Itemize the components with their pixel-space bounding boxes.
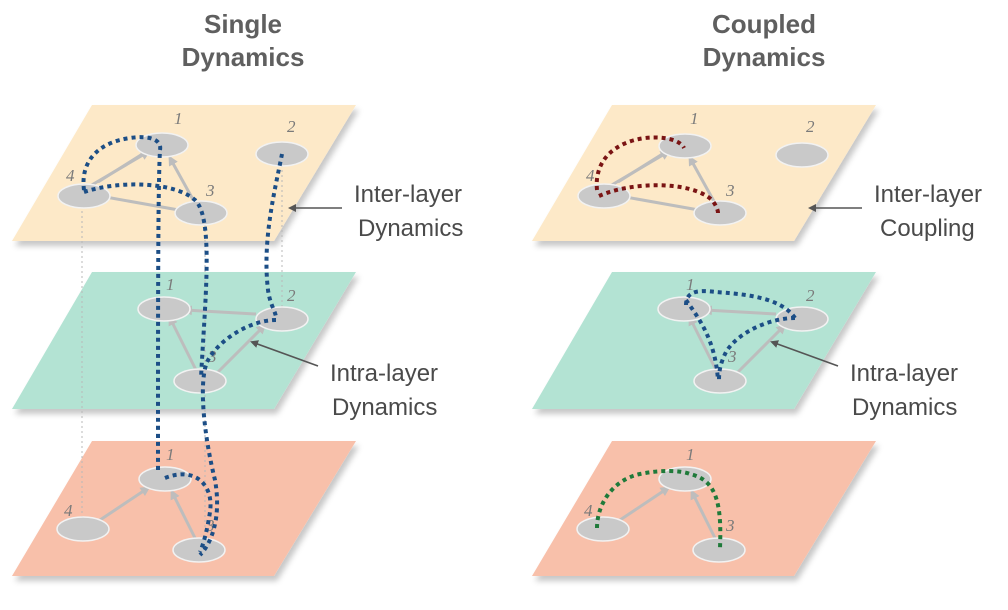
right-bottom-node-4: [576, 516, 630, 542]
left-bottom-layer: [12, 441, 356, 576]
right-mid-label-2: 2: [806, 286, 815, 305]
right-annotation-mid-line2: Dynamics: [852, 394, 957, 421]
left-guide-lines: [81, 155, 283, 550]
left-middle-network: 1 2 3: [137, 275, 309, 394]
left-top-node-1: [135, 132, 189, 158]
left-annotation-mid-line2: Dynamics: [332, 394, 437, 421]
right-coupling-pillars: [594, 135, 800, 553]
right-annotations: Inter-layer Coupling Intra-layer Dynamic…: [770, 181, 982, 421]
right-bottom-label-4: 4: [584, 501, 593, 520]
left-bottom-label-3: 3: [205, 516, 215, 535]
right-mid-label-3: 3: [727, 347, 737, 366]
left-top-node-4: [57, 183, 111, 209]
left-annotation-top-line1: Inter-layer: [354, 181, 462, 208]
left-bottom-label-1: 1: [166, 445, 175, 464]
right-bottom-label-3: 3: [725, 516, 735, 535]
left-top-layer: [12, 105, 356, 241]
right-middle-layer: [532, 272, 876, 409]
left-title-line2: Dynamics: [182, 42, 305, 72]
left-mid-node-3: [173, 368, 227, 394]
left-annotations: Inter-layer Dynamics Intra-layer Dynamic…: [250, 181, 463, 421]
left-top-label-4: 4: [66, 166, 75, 185]
left-mid-node-2: [255, 306, 309, 332]
right-dynamics-paths: [594, 135, 797, 549]
right-title-line1: Coupled: [712, 9, 816, 39]
left-bottom-node-3: [172, 537, 226, 563]
right-annotation-mid-line1: Intra-layer: [850, 360, 958, 387]
left-bottom-label-4: 4: [64, 501, 73, 520]
left-mid-label-3: 3: [207, 347, 217, 366]
right-panel: Coupled Dynamics 1 2 3 4: [532, 9, 982, 576]
left-mid-label-2: 2: [287, 286, 296, 305]
left-dynamics-paths: [81, 135, 284, 557]
left-bottom-node-1: [138, 466, 192, 492]
left-mid-node-1: [137, 296, 191, 322]
right-annotation-top-line2: Coupling: [880, 215, 975, 242]
right-annotation-top-line1: Inter-layer: [874, 181, 982, 208]
right-top-node-2: [775, 142, 829, 168]
left-mid-label-1: 1: [166, 275, 175, 294]
right-bottom-layer: [532, 441, 876, 576]
right-top-label-4: 4: [586, 166, 595, 185]
left-annotation-mid-line1: Intra-layer: [330, 360, 438, 387]
left-top-label-2: 2: [287, 117, 296, 136]
left-bottom-node-4: [56, 516, 110, 542]
right-title-line2: Dynamics: [703, 42, 826, 72]
right-top-label-1: 1: [690, 109, 699, 128]
right-top-layer: [532, 105, 876, 241]
right-top-label-3: 3: [725, 181, 735, 200]
left-top-label-3: 3: [205, 181, 215, 200]
left-bottom-network: 1 3 4: [56, 445, 226, 563]
left-title-line1: Single: [204, 9, 282, 39]
left-annotation-top-line2: Dynamics: [358, 215, 463, 242]
left-top-label-1: 1: [174, 109, 183, 128]
left-panel: Single Dynamics 1 2 3 4: [12, 9, 463, 576]
left-middle-layer: [12, 272, 356, 409]
right-bottom-label-1: 1: [686, 445, 695, 464]
right-mid-label-1: 1: [686, 275, 695, 294]
right-top-label-2: 2: [806, 117, 815, 136]
